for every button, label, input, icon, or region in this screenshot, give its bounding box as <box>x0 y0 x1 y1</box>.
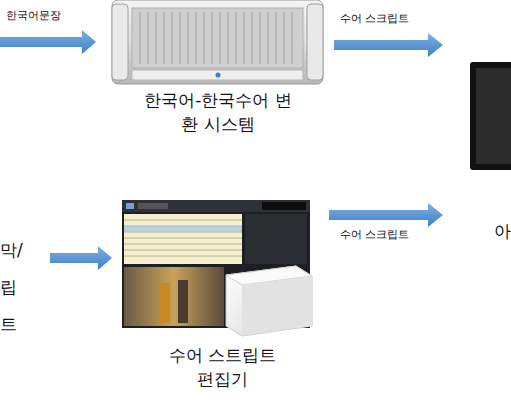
editor-image <box>122 200 312 336</box>
node-caption: 한국어-한국수어 변환 시스템 <box>143 88 293 136</box>
node-caption: 수어 스트립트 편집기 <box>160 343 285 391</box>
block-arrow <box>334 33 443 57</box>
arrow-label: 수어 스크립트 <box>340 228 440 242</box>
block-arrow <box>50 246 112 270</box>
arrow-label: 수어 스크립트 <box>340 12 440 26</box>
arrow-label: 한국어문장 <box>6 9 86 23</box>
block-arrow <box>0 30 96 54</box>
server-image <box>112 0 323 84</box>
arrow-label: 막/ 립트 <box>0 232 30 343</box>
arrow-label: 아 <box>494 219 511 243</box>
block-arrow <box>329 203 443 227</box>
caption-box: 한국어-한국수어 변환 시스템 <box>143 88 293 136</box>
caption-box: 수어 스트립트 편집기 <box>160 343 285 391</box>
monitor-image <box>470 62 511 170</box>
